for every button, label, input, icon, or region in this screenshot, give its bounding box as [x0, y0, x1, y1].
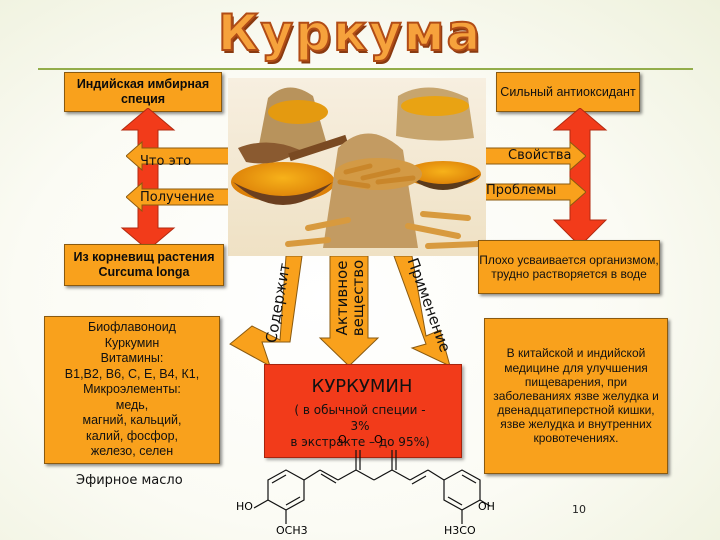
- box-curcumin: [264, 364, 462, 458]
- contents-line: медь,: [115, 397, 149, 412]
- box-application: В китайской и индийской медицине для улу…: [484, 318, 668, 474]
- box-problems-label: Плохо усваивается организмом, трудно рас…: [479, 252, 659, 281]
- page-title: Куркума: [217, 3, 483, 63]
- right-arrow-properties: [458, 140, 586, 172]
- contents-line: калий, фосфор,: [85, 428, 179, 443]
- turmeric-photo: [228, 78, 486, 256]
- curcumin-structure: [253, 450, 491, 524]
- curcumin-subtitle: ( в обычной специи - 3% в экстракте – до…: [270, 402, 450, 450]
- contents-line: В1,В2, В6, С, Е, В4, К1,: [64, 366, 200, 381]
- box-application-label: В китайской и индийской медицине для улу…: [493, 346, 659, 446]
- slide-number: 10: [572, 503, 586, 516]
- formula-ho-left: HO: [236, 500, 253, 513]
- curcumin-line3: в экстракте – до 95%): [290, 435, 430, 449]
- contents-line: Куркумин: [104, 335, 160, 350]
- curcumin-title: КУРКУМИН: [311, 376, 413, 397]
- right-double-arrow: [552, 108, 608, 246]
- contents-essential-oil: Эфирное масло: [76, 473, 183, 488]
- box-antioxidant: Сильный антиоксидант: [496, 72, 640, 112]
- contents-line: Биофлавоноид: [88, 320, 176, 335]
- curcumin-line2: 3%: [350, 419, 370, 433]
- label-properties: Свойства: [508, 148, 572, 163]
- box-source: Из корневищ растения Curcuma longa: [64, 244, 224, 286]
- box-indian-spice: Индийская имбирная специя: [64, 72, 222, 112]
- box-antioxidant-label: Сильный антиоксидант: [500, 84, 636, 99]
- box-source-label: Из корневищ растения Curcuma longa: [73, 250, 215, 279]
- label-obtaining: Получение: [140, 190, 215, 205]
- center-arrows: [229, 256, 451, 366]
- formula-och3: OCH3: [276, 524, 308, 537]
- right-arrow-problems: [458, 176, 586, 208]
- box-indian-spice-label: Индийская имбирная специя: [76, 77, 210, 106]
- label-problems: Проблемы: [486, 183, 557, 198]
- box-contents: Биофлавоноид Куркумин Витамины: В1,В2, В…: [44, 316, 220, 464]
- arrow-active-label: Активное вещество: [333, 259, 367, 337]
- left-arrow-obtaining: [126, 181, 256, 213]
- formula-o2: O: [374, 433, 383, 446]
- contents-line: Микроэлементы:: [83, 382, 181, 397]
- contents-line: железо, селен: [90, 444, 174, 459]
- box-problems: Плохо усваивается организмом, трудно рас…: [478, 240, 660, 294]
- curcumin-line1: ( в обычной специи -: [294, 403, 426, 417]
- contents-line: магний, кальций,: [82, 413, 182, 428]
- contents-line: Витамины:: [100, 351, 164, 366]
- title-underline: [38, 68, 693, 70]
- label-what-is: Что это: [140, 154, 192, 169]
- left-double-arrow: [120, 108, 176, 250]
- formula-h3co: H3CO: [444, 524, 476, 537]
- formula-oh-right: OH: [478, 500, 495, 513]
- left-arrow-what-is: [126, 140, 256, 172]
- formula-o1: O: [338, 433, 347, 446]
